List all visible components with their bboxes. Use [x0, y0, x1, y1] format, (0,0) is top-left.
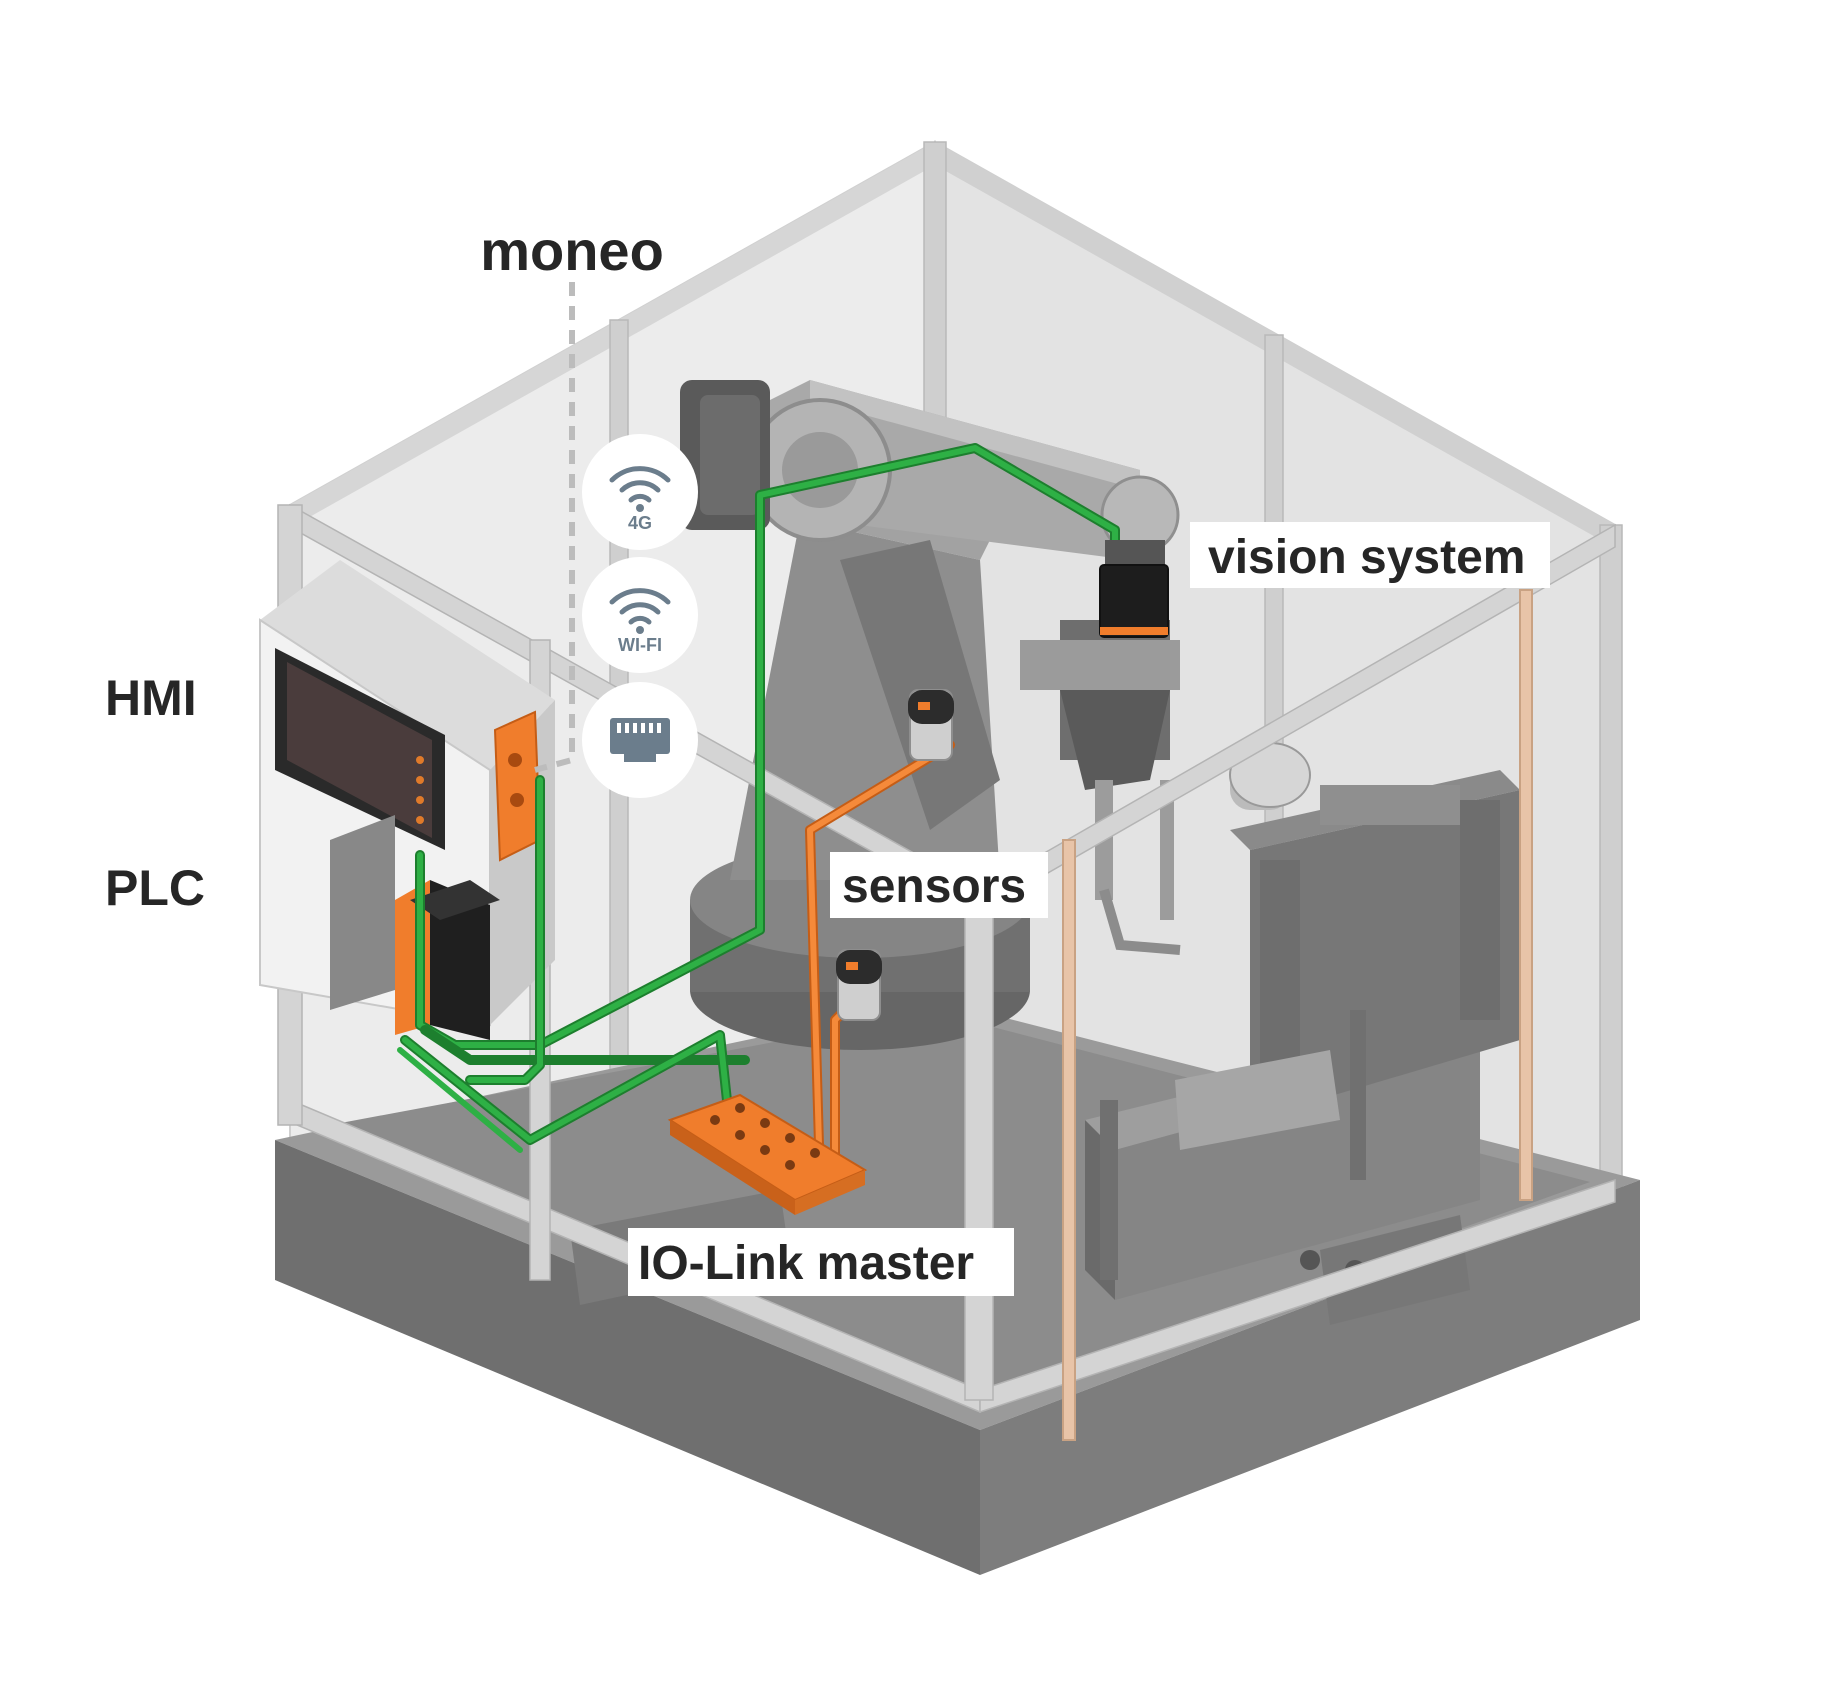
label-moneo: moneo — [480, 219, 664, 282]
ethernet-cables — [397, 443, 1120, 1153]
sensor-device-lower — [836, 949, 882, 1021]
io-link-master-device — [667, 1093, 868, 1215]
connectivity-ethernet — [582, 682, 698, 798]
connectivity-wifi: WI-FI — [582, 557, 698, 673]
sensor-device-upper — [908, 689, 954, 761]
hmi-panel — [275, 648, 445, 850]
cellular-label: 4G — [628, 513, 652, 533]
tag-vision-system: vision system — [1190, 522, 1550, 588]
label-plc: PLC — [105, 860, 205, 916]
ethernet-port-icon — [610, 718, 670, 762]
wifi-label: WI-FI — [618, 635, 662, 655]
moneo-gateway-device — [493, 710, 542, 862]
label-hmi: HMI — [105, 670, 197, 726]
welding-fixture — [1085, 742, 1520, 1300]
vision-camera-device — [1099, 540, 1169, 638]
wifi-signal-icon — [609, 588, 671, 625]
connectivity-cellular: 4G — [582, 434, 698, 550]
label-sensors: sensors — [842, 860, 1026, 913]
tag-sensors: sensors — [830, 852, 1048, 918]
label-vision-system: vision system — [1208, 531, 1525, 584]
tag-io-link-master: IO-Link master — [628, 1228, 1014, 1296]
label-io-link-master: IO-Link master — [638, 1237, 974, 1290]
cellular-signal-icon — [609, 466, 671, 503]
safety-light-curtain — [1062, 589, 1533, 1441]
